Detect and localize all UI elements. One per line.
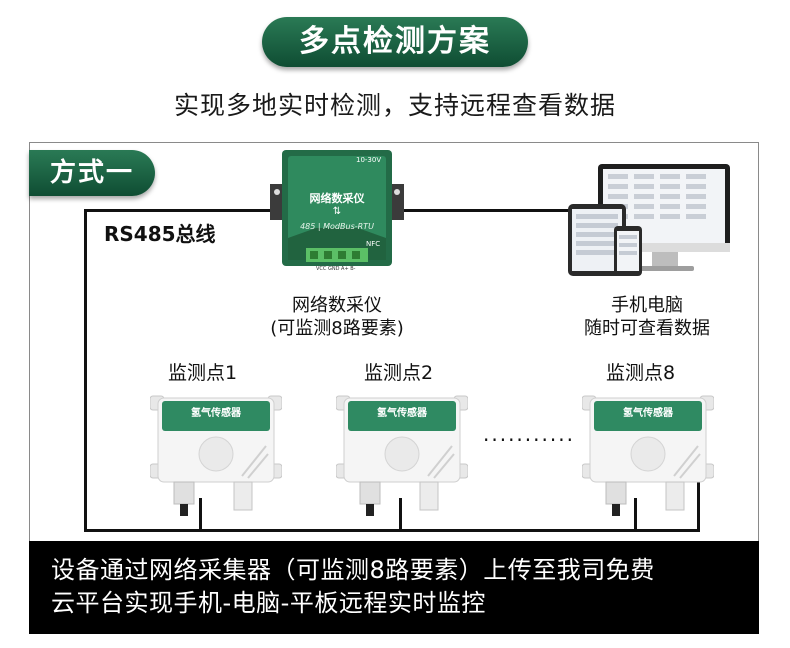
sensor-title: 氢气传感器 bbox=[377, 408, 427, 419]
drop-line-2 bbox=[399, 498, 402, 532]
device-caption: 网络数采仪 (可监测8路要素) bbox=[242, 294, 432, 340]
device-arrow-icon: ⇅ bbox=[332, 206, 342, 217]
method-tag: 方式一 bbox=[29, 150, 155, 196]
footer-caption: 设备通过网络采集器（可监测8路要素）上传至我司免费 云平台实现手机-电脑-平板远… bbox=[29, 541, 759, 634]
monitor-tablet-phone-icon bbox=[568, 164, 730, 276]
client-devices bbox=[562, 160, 732, 280]
point-label-8: 监测点8 bbox=[606, 362, 676, 384]
footer-line-1: 设备通过网络采集器（可监测8路要素）上传至我司免费 bbox=[51, 556, 655, 584]
footer-line-2: 云平台实现手机-电脑-平板远程实时监控 bbox=[51, 589, 486, 617]
sensor-2: 氢气传感器 bbox=[335, 392, 469, 532]
bus-line-left bbox=[84, 209, 87, 532]
point-label-1: 监测点1 bbox=[168, 362, 238, 384]
sensor-1: 氢气传感器 bbox=[149, 392, 283, 532]
sensor-title: 氢气传感器 bbox=[191, 408, 241, 419]
client-line-1: 手机电脑 bbox=[611, 295, 683, 316]
bus-line-right bbox=[697, 442, 700, 532]
bus-line-bottom bbox=[84, 529, 700, 532]
device-panel-protocol: 485 | ModBus-RTU bbox=[300, 222, 374, 231]
page-title: 多点检测方案 bbox=[262, 17, 528, 67]
drop-line-1 bbox=[199, 498, 202, 532]
bus-label: RS485总线 bbox=[104, 222, 216, 246]
device-panel-voltage: 10-30V bbox=[356, 156, 382, 164]
device-panel-title: 网络数采仪 bbox=[309, 192, 365, 205]
device-name: 网络数采仪 bbox=[292, 295, 382, 316]
device-capacity: (可监测8路要素) bbox=[270, 318, 404, 339]
sensor-title: 氢气传感器 bbox=[623, 408, 673, 419]
data-collector-icon bbox=[270, 150, 404, 266]
sensor-device-icon bbox=[581, 395, 715, 516]
client-caption: 手机电脑 随时可查看数据 bbox=[563, 294, 731, 340]
point-label-2: 监测点2 bbox=[364, 362, 434, 384]
client-line-2: 随时可查看数据 bbox=[584, 318, 710, 339]
page-subtitle: 实现多地实时检测，支持远程查看数据 bbox=[173, 91, 616, 120]
drop-line-8 bbox=[634, 498, 637, 532]
sensor-device-icon bbox=[149, 395, 283, 516]
sensor-8: 氢气传感器 bbox=[581, 392, 715, 532]
sensor-device-icon bbox=[335, 395, 469, 516]
device-panel-nfc: NFC bbox=[366, 240, 381, 248]
data-collector-device: 网络数采仪 ⇅ 485 | ModBus-RTU 10-30V NFC VCC … bbox=[270, 148, 404, 280]
device-panel-terminals: VCC GND A+ B- bbox=[316, 266, 356, 272]
ellipsis: ··········· bbox=[483, 428, 575, 452]
